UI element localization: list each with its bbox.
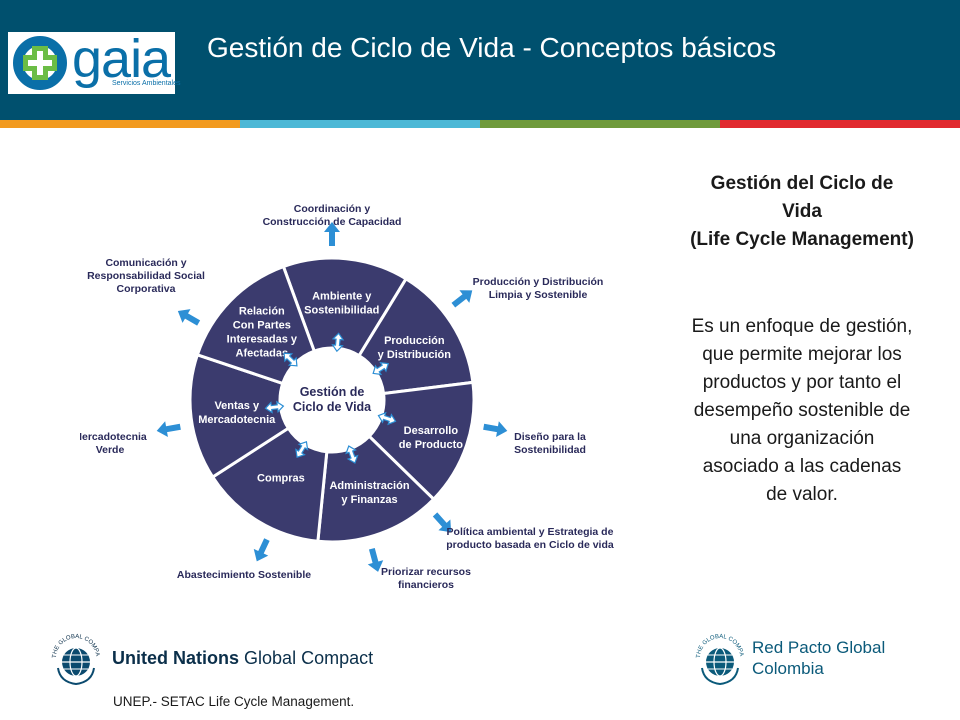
stripe-red [720, 120, 960, 128]
gaia-logo: gaia Servicios Ambientales [8, 29, 180, 94]
page-title: Gestión de Ciclo de Vida - Conceptos bás… [207, 32, 777, 63]
header-bar: gaia Servicios Ambientales Gestión de Ci… [0, 0, 960, 120]
un-global-compact-label: United Nations Global Compact [112, 648, 373, 669]
wheel-segment [367, 380, 476, 502]
concept-description-line: desempeño sostenible de [693, 400, 911, 421]
stripe-orange [0, 120, 240, 128]
source-citation: UNEP.- SETAC Life Cycle Management. [113, 694, 355, 709]
wheel-segment [281, 256, 409, 358]
outer-arrow-icon [156, 421, 181, 438]
wheel-center [282, 350, 382, 450]
wheel-segment-label: Compras [257, 473, 305, 485]
inner-double-arrow-icon [372, 361, 390, 376]
inner-double-arrow-icon [377, 411, 397, 426]
concept-heading-line: Vida [782, 201, 822, 222]
inner-double-arrow-icon [331, 332, 345, 353]
concept-description-line: de valor. [766, 484, 838, 505]
concept-heading-line: (Life Cycle Management) [690, 229, 914, 250]
concept-heading: Gestión del Ciclo de Vida (Life Cycle Ma… [652, 170, 952, 254]
outer-arrow-icon [367, 547, 384, 572]
red-pacto-line: Colombia [752, 659, 824, 678]
concept-description-line: que permite mejorar los [702, 344, 902, 365]
gaia-logo-subtitle: Servicios Ambientales [112, 80, 181, 87]
red-pacto-line: Red Pacto Global [752, 638, 886, 657]
concept-description-line: productos y por tanto el [702, 372, 902, 393]
un-regular-text: Global Compact [244, 648, 374, 668]
wheel-segment [316, 434, 436, 544]
outer-arrow-icon [451, 290, 473, 308]
inner-double-arrow-icon [295, 441, 309, 458]
un-global-compact-logo: THE GLOBAL COMPACT [46, 628, 100, 686]
red-pacto-global-label: Red Pacto Global Colombia [752, 637, 885, 679]
inner-double-arrow-icon [283, 352, 298, 367]
wheel-segment [188, 352, 291, 480]
stripe-cyan [240, 120, 480, 128]
outer-arrow-icon [177, 309, 201, 326]
stripe-green [480, 120, 720, 128]
concept-description-line: Es un enfoque de gestión, [691, 316, 913, 337]
concept-description-line: una organización [729, 428, 875, 449]
inner-double-arrow-icon [345, 445, 359, 464]
outer-arrow-icon [483, 421, 508, 438]
gaia-logo-word: gaia [72, 29, 171, 89]
gaia-cross-icon [13, 36, 67, 90]
color-stripe [0, 120, 960, 128]
concept-heading-line: Gestión del Ciclo de [710, 173, 894, 194]
un-bold-text: United Nations [112, 648, 240, 668]
concept-description: Es un enfoque de gestión, que permite me… [652, 313, 952, 509]
outer-arrow-icon [324, 222, 340, 246]
red-pacto-global-logo: THE GLOBAL COMPACT [690, 628, 744, 686]
outer-arrow-icon [432, 512, 452, 533]
concept-description-line: asociado a las cadenas [702, 456, 902, 477]
outer-arrow-icon [253, 538, 270, 562]
inner-double-arrow-icon [264, 400, 285, 414]
outer-label: Abastecimiento Sostenible [177, 569, 311, 581]
